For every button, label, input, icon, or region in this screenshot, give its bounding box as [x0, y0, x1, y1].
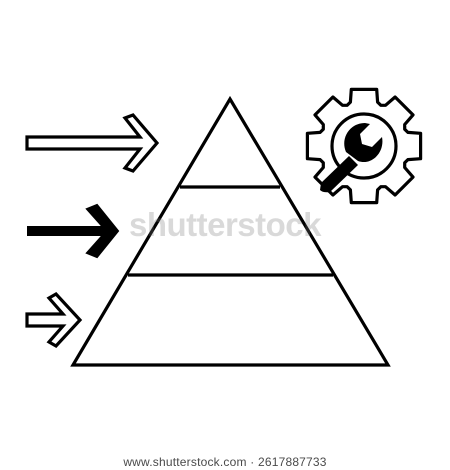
footer-bar	[0, 443, 450, 470]
watermark-caption: www.shutterstock.com · 2617887733	[123, 455, 327, 469]
wrench-icon	[320, 123, 383, 193]
gear-icon	[305, 87, 423, 205]
small-outline-arrow-icon	[25, 291, 83, 349]
gear-inner-ring	[330, 112, 398, 180]
pyramid-icon	[70, 95, 391, 367]
solid-arrow-icon	[27, 203, 120, 259]
gear-outline	[305, 87, 423, 205]
outline-arrow-icon	[25, 113, 160, 173]
pyramid-outline	[70, 95, 391, 367]
wrench-handle	[320, 156, 358, 193]
wrench-head	[344, 123, 383, 163]
